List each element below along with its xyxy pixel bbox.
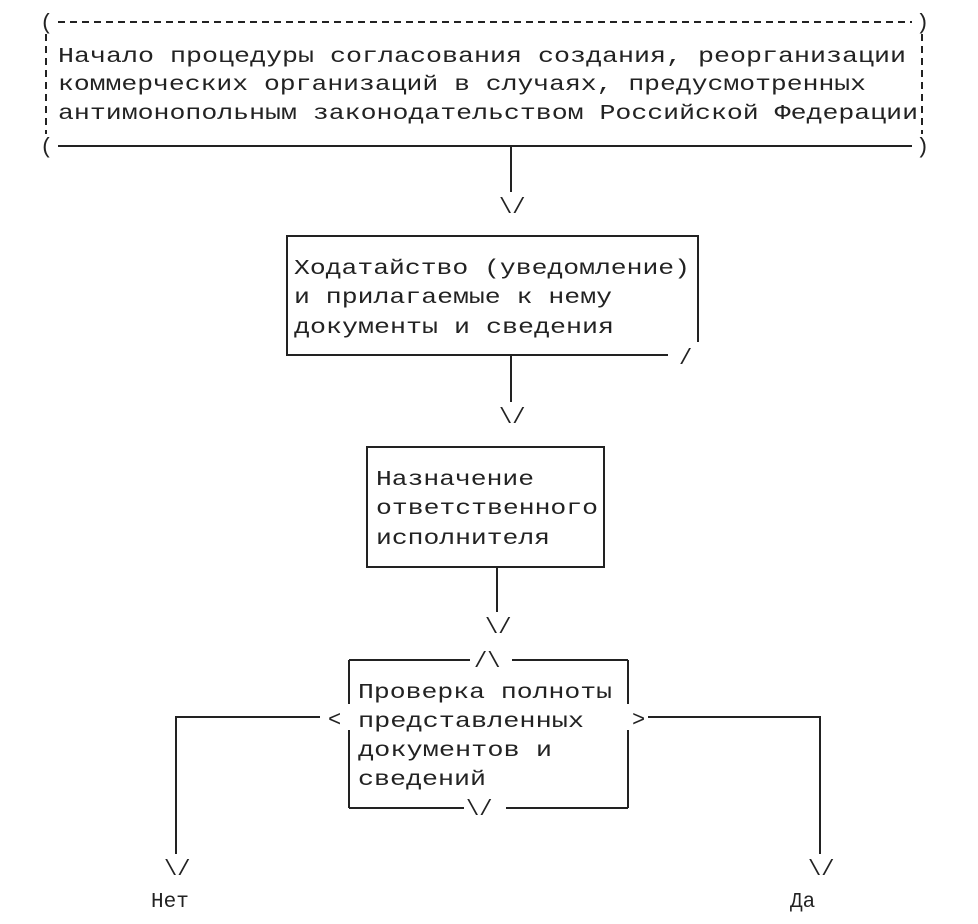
outcome-yes-label: Да [790, 891, 815, 914]
start-text-line-3: антимонопольным законодательством Россий… [58, 103, 918, 126]
petition-corner-slash: / [679, 346, 692, 371]
assign-border [366, 446, 605, 568]
petition-text-line-1: Ходатайство (уведомление) [294, 258, 690, 281]
petition-text-line-3: документы и сведения [294, 317, 614, 340]
check-text-line-1: Проверка полноты [358, 682, 612, 705]
petition-border [286, 235, 699, 356]
check-right-point: > [632, 708, 645, 733]
assign-node: Назначение ответственного исполнителя [366, 446, 605, 568]
start-corner-tr: ) [916, 11, 929, 36]
start-node: ( ) ( ) Начало процедуры согласования со… [40, 11, 929, 160]
arrow-to-assign: \/ [499, 405, 525, 430]
check-node: /\ \/ < > Проверка полноты представленны… [328, 649, 645, 822]
check-text-line-3: документов и [358, 740, 552, 763]
assign-text-line-1: Назначение [376, 469, 534, 492]
check-top-apex: /\ [474, 649, 500, 674]
connector-check-to-no [175, 716, 320, 854]
assign-text-line-3: исполнителя [376, 528, 550, 551]
start-corner-tl: ( [40, 11, 53, 36]
arrow-to-no: \/ [164, 857, 190, 882]
petition-node: / Ходатайство (уведомление) и прилагаемы… [286, 235, 699, 371]
connector-check-to-yes [648, 716, 821, 854]
start-text-line-2: коммерческих организаций в случаях, пред… [58, 74, 866, 97]
arrow-to-yes: \/ [808, 857, 834, 882]
start-text-line-1: Начало процедуры согласования создания, … [58, 46, 906, 69]
check-text-line-4: сведений [358, 769, 486, 792]
arrow-to-petition: \/ [499, 195, 525, 220]
assign-text-line-2: ответственного [376, 498, 598, 521]
arrow-to-check: \/ [485, 615, 511, 640]
outcome-no-label: Нет [151, 891, 189, 914]
check-left-point: < [328, 708, 341, 733]
start-corner-bl: ( [40, 135, 53, 160]
check-bottom-point: \/ [466, 797, 492, 822]
start-corner-br: ) [916, 135, 929, 160]
check-text-line-2: представленных [358, 711, 584, 734]
petition-text-line-2: и прилагаемые к нему [294, 287, 612, 310]
